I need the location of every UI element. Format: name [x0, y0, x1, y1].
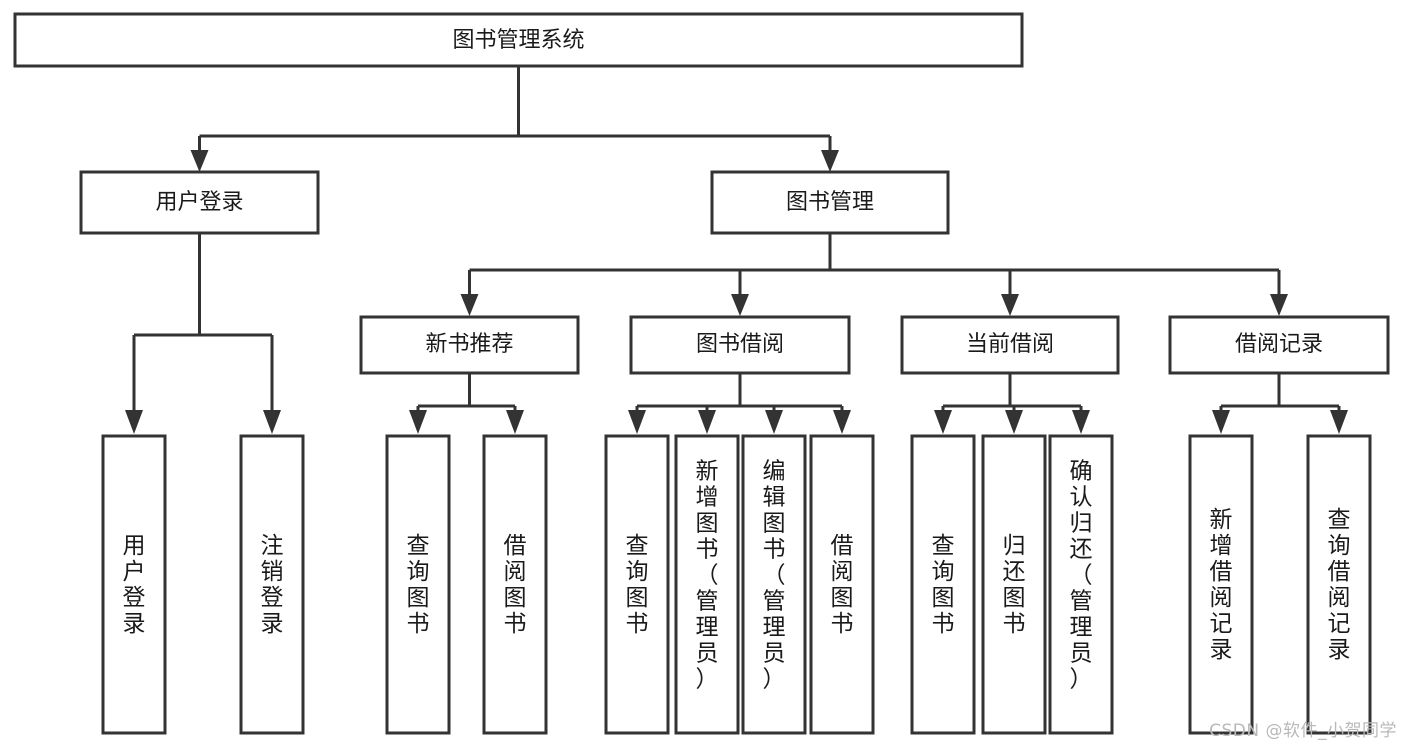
arrow-leaf-add-record: [1212, 410, 1230, 434]
leaf-confirm-return[interactable]: 确认归还（管理员）: [1048, 434, 1114, 735]
leaf-add-record[interactable]: 新增借阅记录: [1188, 434, 1254, 735]
node-current-borrow-box[interactable]: [900, 315, 1120, 375]
node-borrow-record-box[interactable]: [1168, 315, 1390, 375]
leaf-borrow-book-1[interactable]: 借阅图书: [482, 434, 548, 735]
node-user-login[interactable]: 用户登录: [79, 170, 320, 235]
arrow-book-manage: [821, 150, 839, 172]
arrow-leaf-confirm-return: [1072, 410, 1090, 434]
leaf-borrow-book-2-box[interactable]: [809, 434, 875, 735]
leaf-edit-book-label: 编辑图书（管理员）: [763, 458, 786, 692]
node-borrow-record[interactable]: 借阅记录: [1168, 315, 1390, 375]
arrow-leaf-borrow-book-1: [506, 410, 524, 434]
leaf-logout[interactable]: 注销登录: [239, 434, 305, 735]
leaf-confirm-return-label: 确认归还（管理员）: [1070, 458, 1093, 692]
leaf-edit-book[interactable]: 编辑图书（管理员）: [741, 434, 807, 735]
arrow-borrow-record: [1270, 294, 1288, 316]
node-book-borrow[interactable]: 图书借阅: [629, 315, 851, 375]
node-root[interactable]: 图书管理系统: [13, 12, 1024, 68]
leaf-query-book-2[interactable]: 查询图书: [604, 434, 670, 735]
leaf-borrow-book-1-label: 借阅图书: [504, 533, 527, 637]
node-root-box[interactable]: [13, 12, 1024, 68]
leaf-return-book-label: 归还图书: [1003, 533, 1026, 637]
arrow-leaf-return-book: [1005, 410, 1023, 434]
node-book-borrow-label: 图书借阅: [696, 332, 784, 357]
leaf-borrow-book-2[interactable]: 借阅图书: [809, 434, 875, 735]
arrow-leaf-add-book: [698, 410, 716, 434]
leaf-logout-box[interactable]: [239, 434, 305, 735]
leaf-query-record-box[interactable]: [1306, 434, 1372, 735]
leaf-query-record[interactable]: 查询借阅记录: [1306, 434, 1372, 735]
node-layer: 图书管理系统 用户登录 图书管理 新书推荐 图书借阅: [13, 12, 1390, 375]
leaf-query-book-1-box[interactable]: [385, 434, 451, 735]
leaf-user-login-label: 用户登录: [123, 533, 146, 637]
node-book-manage-label: 图书管理: [786, 190, 874, 215]
node-new-book-rec-box[interactable]: [359, 315, 580, 375]
leaf-node-layer: 用户登录 注销登录 查询图书 借阅图书 查询图书 新增图书（管理员） 编辑图书（管理员） 借阅…: [101, 434, 1372, 735]
leaf-query-book-2-box[interactable]: [604, 434, 670, 735]
leaf-user-login-box[interactable]: [101, 434, 167, 735]
node-new-book-rec[interactable]: 新书推荐: [359, 315, 580, 375]
leaf-query-book-2-label: 查询图书: [626, 533, 649, 637]
arrow-leaf-borrow-book-2: [833, 410, 851, 434]
leaf-add-book-box[interactable]: [674, 434, 740, 735]
leaf-query-book-3[interactable]: 查询图书: [910, 434, 976, 735]
leaf-add-book-label: 新增图书（管理员）: [696, 458, 719, 692]
arrow-leaf-query-book-1: [409, 410, 427, 434]
leaf-edit-book-box[interactable]: [741, 434, 807, 735]
node-book-manage[interactable]: 图书管理: [710, 170, 950, 235]
leaf-query-record-label: 查询借阅记录: [1328, 507, 1351, 663]
leaf-query-book-1[interactable]: 查询图书: [385, 434, 451, 735]
node-book-manage-box[interactable]: [710, 170, 950, 235]
leaf-add-record-box[interactable]: [1188, 434, 1254, 735]
leaf-logout-label: 注销登录: [261, 533, 284, 637]
node-user-login-box[interactable]: [79, 170, 320, 235]
arrow-user-login: [190, 150, 209, 172]
arrow-current-borrow: [1001, 294, 1019, 316]
arrow-leaf-edit-book: [765, 410, 783, 434]
leaf-confirm-return-box[interactable]: [1048, 434, 1114, 735]
arrow-leaf-logout: [263, 410, 281, 434]
leaf-user-login[interactable]: 用户登录: [101, 434, 167, 735]
arrow-leaf-query-book-2: [628, 410, 646, 434]
node-user-login-label: 用户登录: [155, 190, 243, 215]
node-current-borrow[interactable]: 当前借阅: [900, 315, 1120, 375]
connector-layer: [125, 66, 1348, 434]
node-new-book-rec-label: 新书推荐: [425, 332, 513, 357]
leaf-query-book-3-label: 查询图书: [932, 533, 955, 637]
leaf-query-book-1-label: 查询图书: [407, 533, 430, 637]
leaf-return-book-box[interactable]: [981, 434, 1047, 735]
arrow-new-book-rec: [460, 294, 479, 316]
leaf-return-book[interactable]: 归还图书: [981, 434, 1047, 735]
arrow-leaf-query-book-3: [934, 410, 952, 434]
node-root-label: 图书管理系统: [452, 28, 584, 53]
leaf-borrow-book-1-box[interactable]: [482, 434, 548, 735]
arrow-leaf-user-login: [125, 410, 143, 434]
leaf-add-book[interactable]: 新增图书（管理员）: [674, 434, 740, 735]
arrow-book-borrow: [731, 294, 749, 316]
arrow-leaf-query-record: [1330, 410, 1348, 434]
leaf-borrow-book-2-label: 借阅图书: [831, 533, 854, 637]
leaf-add-record-label: 新增借阅记录: [1210, 507, 1233, 663]
node-borrow-record-label: 借阅记录: [1235, 332, 1323, 357]
csdn-watermark: CSDN @软件_小贺同学: [1209, 721, 1397, 741]
leaf-query-book-3-box[interactable]: [910, 434, 976, 735]
node-book-borrow-box[interactable]: [629, 315, 851, 375]
node-current-borrow-label: 当前借阅: [966, 332, 1054, 357]
